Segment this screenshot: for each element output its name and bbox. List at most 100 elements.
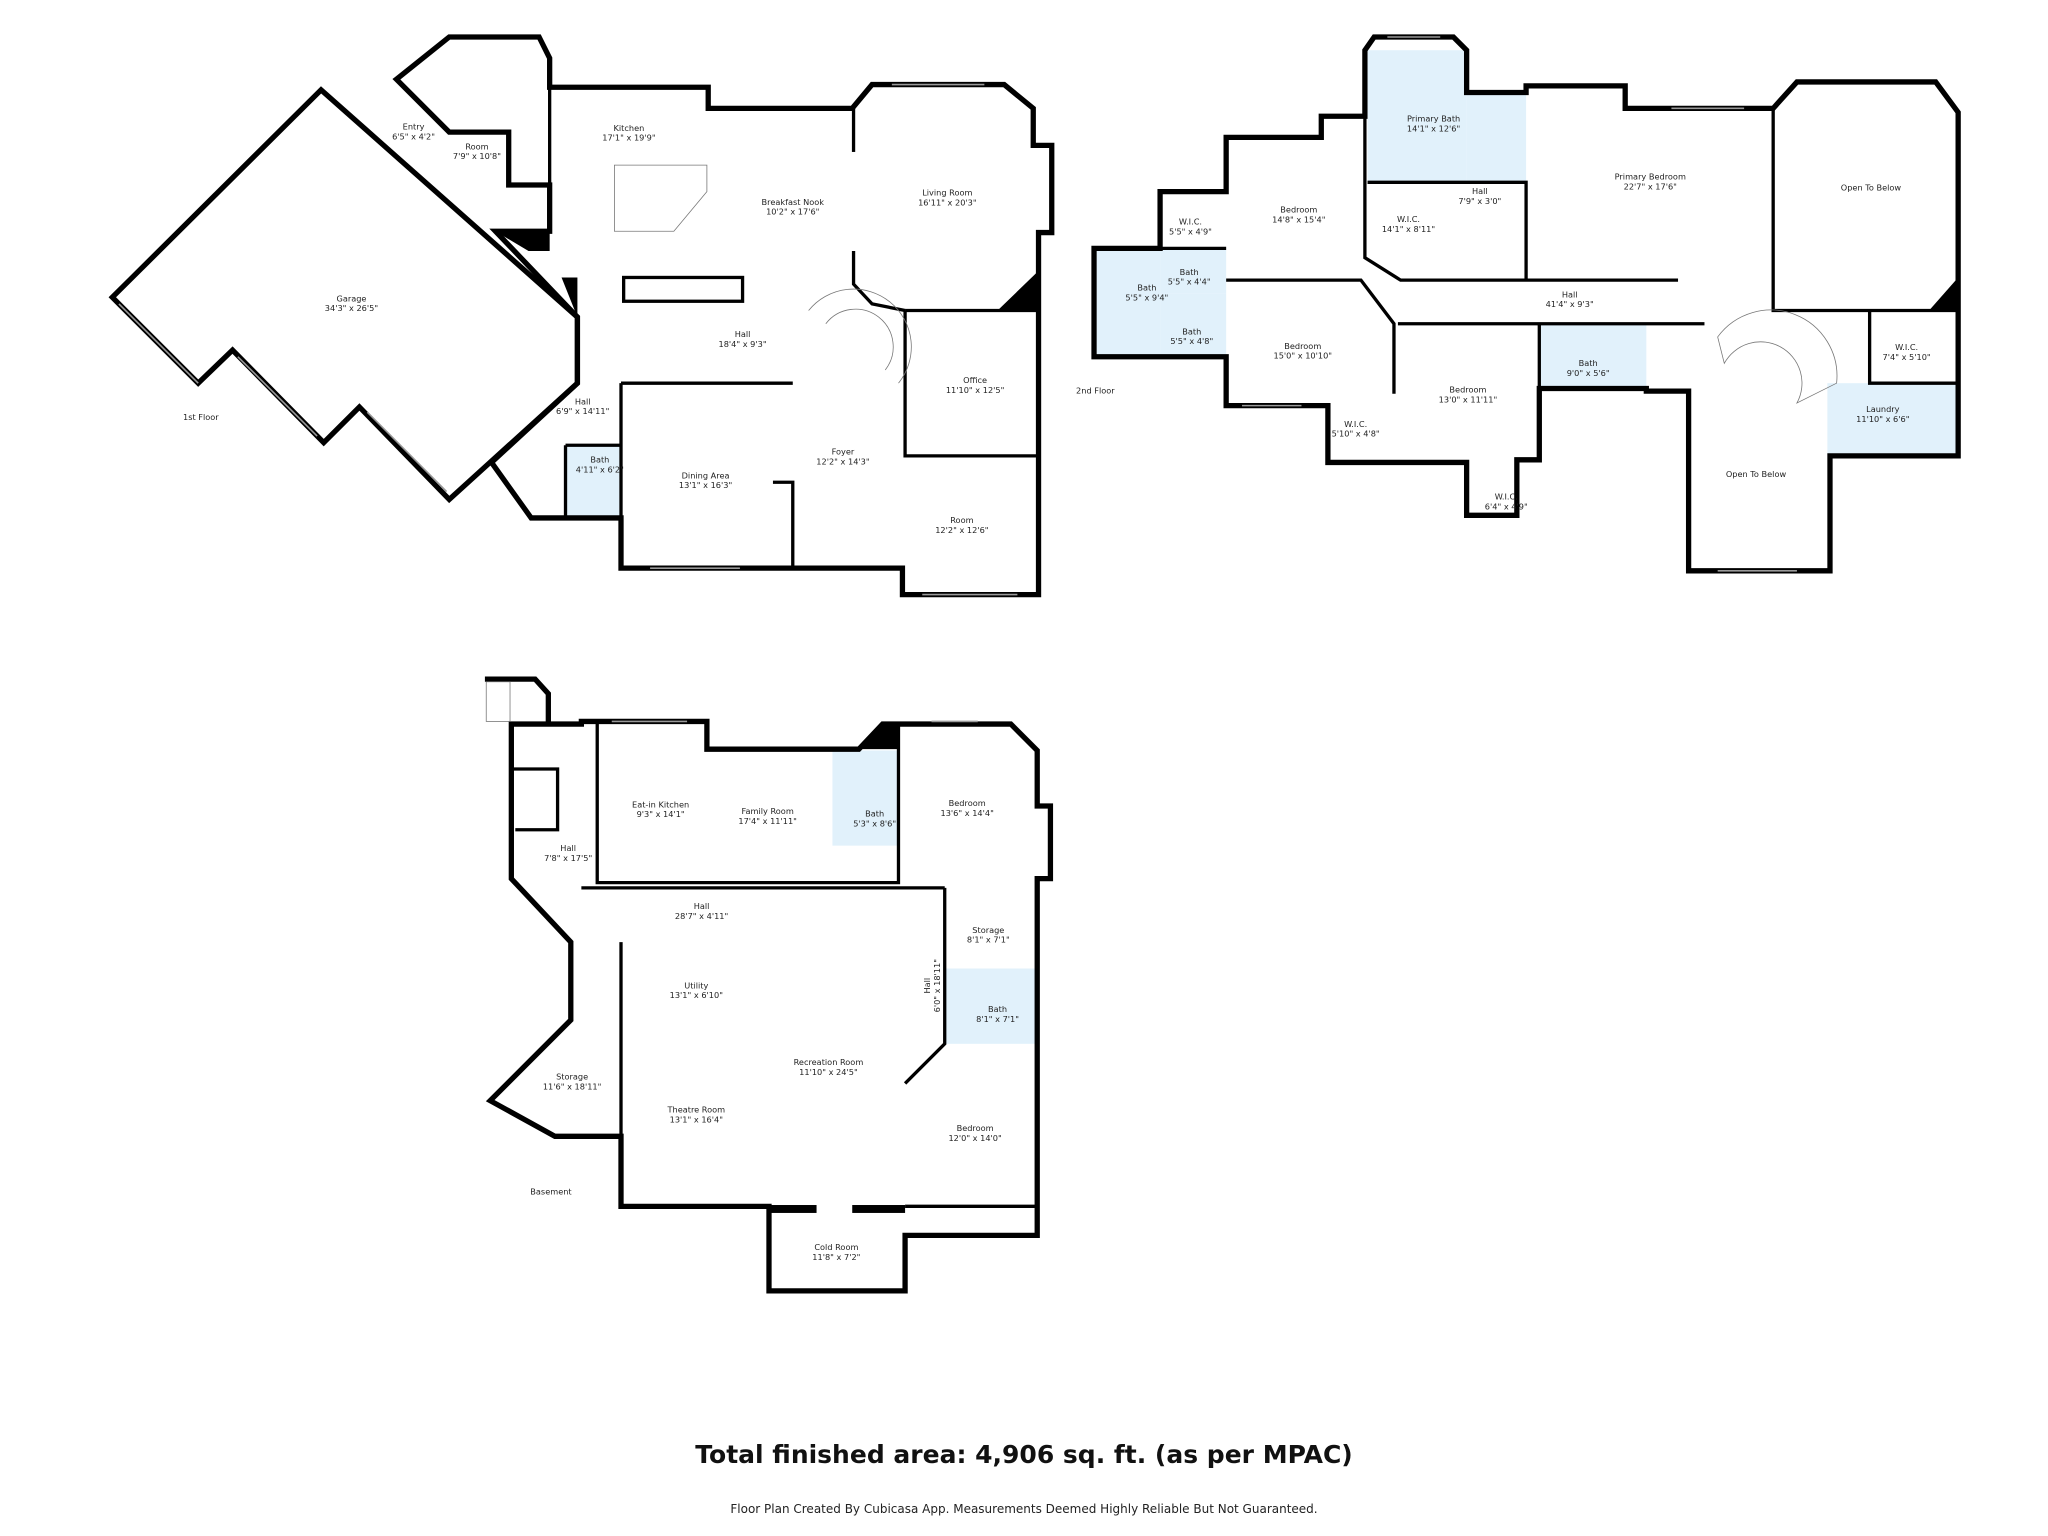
interior-wall xyxy=(595,721,901,885)
room-name: Hall xyxy=(560,843,576,853)
window xyxy=(237,356,318,437)
room-name: Storage xyxy=(556,1071,588,1081)
bath-fill xyxy=(1160,293,1227,357)
room-dimensions: 5'10" x 4'8" xyxy=(1332,429,1380,439)
kitchen-island xyxy=(614,164,708,232)
room-name: Bath xyxy=(590,454,609,464)
bath-fill xyxy=(1540,322,1647,389)
room-dimensions: 5'5" x 4'4" xyxy=(1168,277,1211,287)
room-name: Breakfast Nook xyxy=(762,197,825,207)
room-dimensions: 8'1" x 7'1" xyxy=(967,935,1010,945)
room-name: Kitchen xyxy=(614,123,645,133)
interior-wall xyxy=(1367,180,1528,281)
window xyxy=(366,411,448,493)
room-name: Bedroom xyxy=(1280,205,1317,215)
room-label: W.I.C.5'10" x 4'8" xyxy=(1332,419,1380,439)
laundry-fill xyxy=(1827,383,1960,455)
room-dimensions: 14'8" x 15'4" xyxy=(1272,215,1325,225)
second-floor-walls xyxy=(1091,34,1961,574)
interior-wall xyxy=(903,887,947,1085)
room-dimensions: 10'2" x 17'6" xyxy=(766,207,819,217)
room-dimensions: 41'4" x 9'3" xyxy=(1546,299,1594,309)
interior-wall xyxy=(1226,278,1396,394)
room-dimensions: 12'0" x 14'0" xyxy=(948,1133,1001,1143)
room-dimensions: 13'1" x 6'10" xyxy=(670,990,723,1000)
room-label: W.I.C.7'4" x 5'10" xyxy=(1883,342,1931,362)
wall-fill xyxy=(997,270,1039,311)
room-dimensions: 7'4" x 5'10" xyxy=(1883,352,1931,362)
room-name: Hall xyxy=(922,978,932,994)
basement-plan xyxy=(484,676,1054,1294)
room-dimensions: 6'4" x 4'9" xyxy=(1485,501,1528,511)
room-name: Bath xyxy=(1182,326,1201,336)
room-dimensions: 14'1" x 12'6" xyxy=(1407,123,1460,133)
bath-fill xyxy=(565,445,622,518)
room-dimensions: 12'2" x 12'6" xyxy=(935,525,988,535)
basement-walls xyxy=(485,718,1054,1294)
room-dimensions: 7'9" x 3'0" xyxy=(1458,196,1501,206)
room-name: Bedroom xyxy=(957,1123,994,1133)
floor-label: 2nd Floor xyxy=(1076,386,1115,396)
room-dimensions: 14'1" x 8'11" xyxy=(1382,224,1435,234)
room-dimensions: 9'0" x 5'6" xyxy=(1567,368,1610,378)
room-name: Eat-in Kitchen xyxy=(632,799,689,809)
room-name: Bath xyxy=(865,809,884,819)
room-dimensions: 15'0" x 10'10" xyxy=(1274,351,1333,361)
room-dimensions: 34'3" x 26'5" xyxy=(325,303,378,313)
room-dimensions: 13'6" x 14'4" xyxy=(941,808,994,818)
room-label: Hall6'0" x 18'11" xyxy=(922,959,942,1012)
room-name: W.I.C. xyxy=(1344,419,1367,429)
room-name: Open To Below xyxy=(1726,469,1787,479)
room-dimensions: 16'11" x 20'3" xyxy=(918,197,977,207)
interior-wall xyxy=(903,310,1039,458)
room-label: W.I.C.6'4" x 4'9" xyxy=(1485,491,1528,511)
room-name: Bath xyxy=(1180,267,1199,277)
interior-wall xyxy=(851,251,906,313)
room-name: Laundry xyxy=(1866,404,1900,414)
wall-fill xyxy=(495,231,550,252)
spiral-staircase xyxy=(808,288,912,384)
room-dimensions: 13'1" x 16'3" xyxy=(679,480,732,490)
first-floor-plan xyxy=(108,34,1055,598)
room-name: Hall xyxy=(1472,186,1488,196)
room-label: Open To Below xyxy=(1726,469,1787,479)
room-name: Utility xyxy=(684,980,708,990)
room-name: Dining Area xyxy=(682,470,730,480)
room-dimensions: 11'10" x 24'5" xyxy=(799,1067,858,1077)
room-name: Hall xyxy=(1562,289,1578,299)
room-name: Primary Bath xyxy=(1407,114,1460,124)
room-dimensions: 13'1" x 16'4" xyxy=(670,1114,723,1124)
room-name: W.I.C. xyxy=(1397,214,1420,224)
stair-steps xyxy=(485,681,511,722)
room-dimensions: 13'0" x 11'11" xyxy=(1439,394,1498,404)
room-name: Open To Below xyxy=(1841,182,1902,192)
room-name: Foyer xyxy=(832,447,855,457)
room-name: Cold Room xyxy=(814,1242,858,1252)
primary-bath-fill xyxy=(1367,50,1467,183)
spiral-staircase xyxy=(1717,309,1838,404)
room-name: Room xyxy=(465,141,488,151)
